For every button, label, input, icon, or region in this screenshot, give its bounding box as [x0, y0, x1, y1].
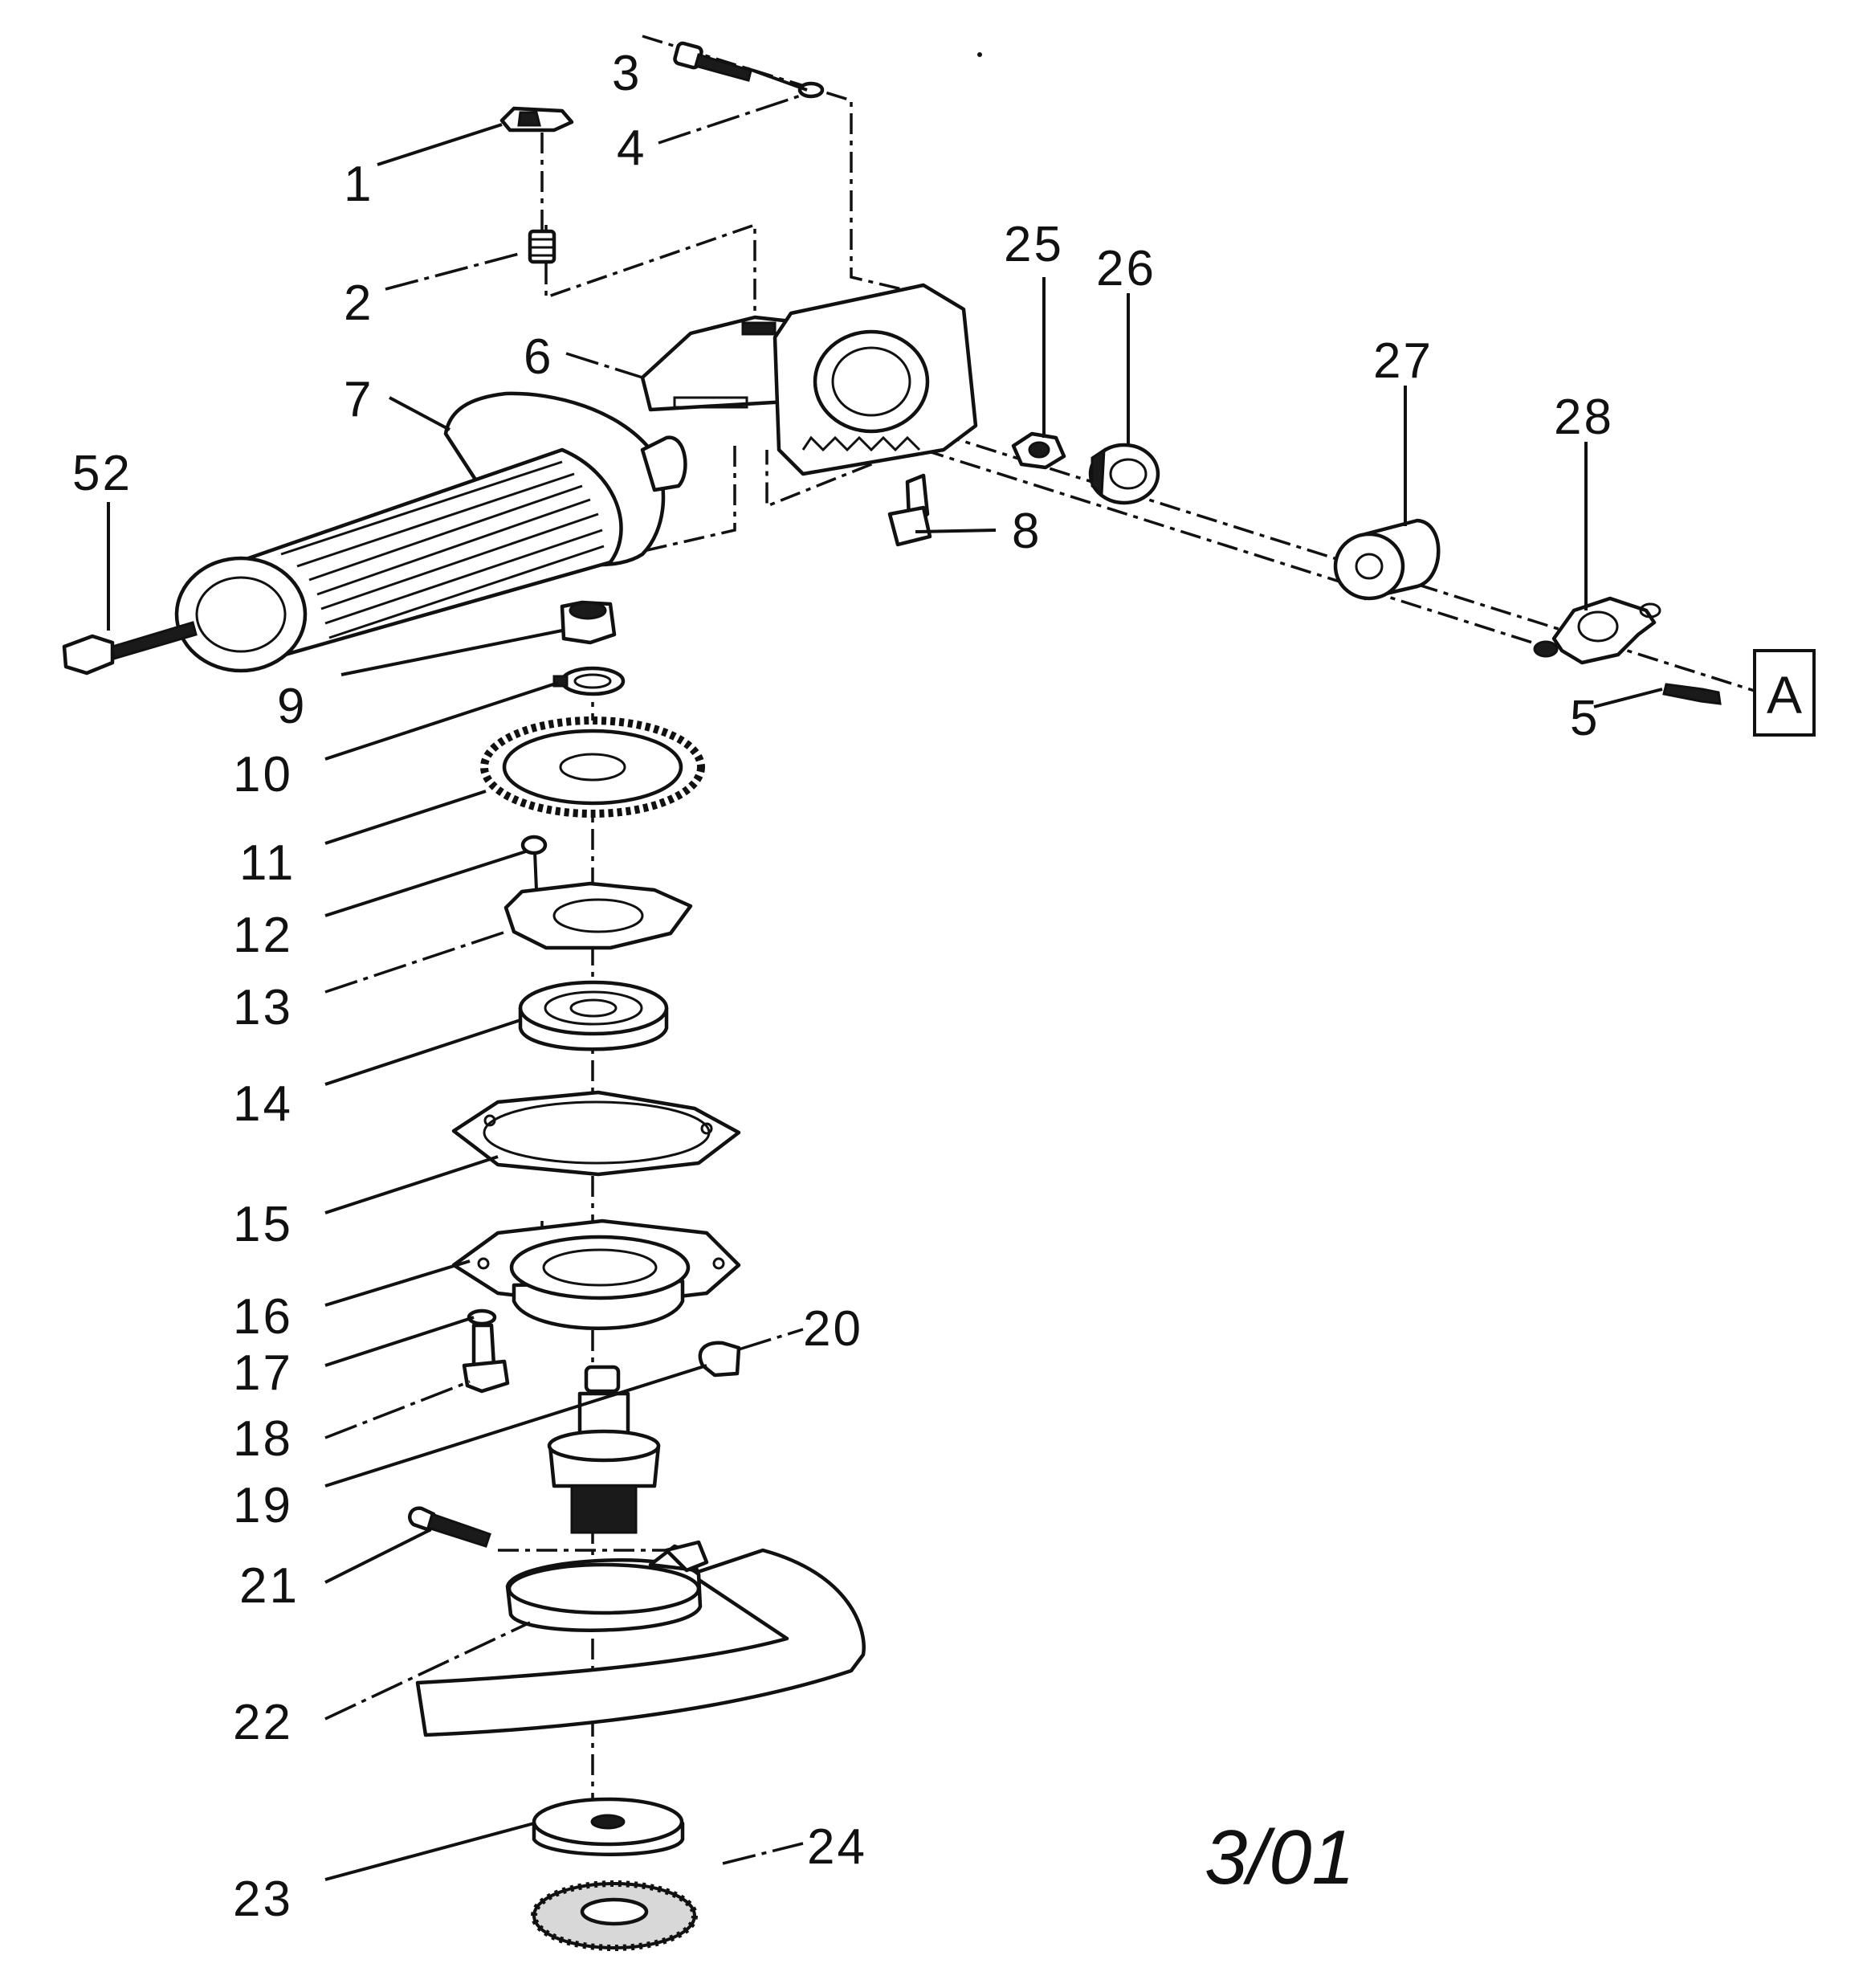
reference-box-a: A — [1753, 649, 1816, 737]
part-nut-9 — [560, 600, 617, 645]
label-part-23: 23 — [233, 1872, 293, 1927]
part-gear-26 — [1088, 443, 1160, 505]
label-part-8: 8 — [1012, 504, 1042, 559]
part-number-labels: 1 2 3 4 5 6 7 8 9 10 11 12 13 14 15 16 1… — [72, 46, 1614, 1927]
label-part-15: 15 — [233, 1197, 293, 1252]
scan-dot — [977, 52, 982, 57]
label-part-16: 16 — [233, 1289, 293, 1345]
label-part-25: 25 — [1004, 217, 1064, 272]
label-part-20: 20 — [803, 1301, 863, 1357]
label-part-2: 2 — [344, 276, 373, 331]
part-flange-16 — [451, 1219, 741, 1330]
part-bevel-gear-11 — [480, 716, 705, 818]
part-spindle-19 — [547, 1365, 661, 1534]
part-gasket-15 — [451, 1090, 741, 1177]
part-plate-13 — [503, 881, 693, 950]
label-part-10: 10 — [233, 747, 293, 802]
label-part-6: 6 — [524, 329, 553, 385]
part-bearing-27 — [1333, 518, 1441, 601]
label-part-3: 3 — [612, 46, 642, 101]
label-part-13: 13 — [233, 980, 293, 1035]
label-part-52: 52 — [72, 446, 132, 501]
label-part-17: 17 — [233, 1345, 293, 1401]
part-plate-28 — [1533, 596, 1661, 665]
label-part-4: 4 — [617, 120, 646, 176]
label-part-12: 12 — [233, 908, 293, 963]
part-screw-21 — [408, 1506, 491, 1548]
label-part-7: 7 — [344, 372, 373, 427]
label-part-22: 22 — [233, 1695, 293, 1750]
reference-box-letter: A — [1767, 665, 1802, 725]
label-part-9: 9 — [277, 679, 307, 734]
part-nut-25 — [1011, 431, 1066, 470]
part-bolt-8 — [887, 473, 932, 547]
part-bearing-14 — [518, 980, 669, 1051]
part-flange-nut-24 — [531, 1880, 698, 1951]
label-part-5: 5 — [1570, 691, 1600, 746]
label-part-19: 19 — [233, 1478, 293, 1533]
label-part-24: 24 — [807, 1819, 867, 1875]
label-part-21: 21 — [239, 1558, 300, 1614]
leader-lines — [107, 67, 1663, 1881]
part-flange-23 — [532, 1797, 685, 1856]
part-gear-housing-6 — [640, 283, 978, 476]
label-part-26: 26 — [1096, 241, 1156, 296]
part-screw-18 — [462, 1323, 510, 1394]
part-screw-5 — [1662, 683, 1722, 705]
part-cap-1 — [499, 106, 574, 133]
part-washer-4 — [797, 81, 825, 99]
part-bolt-52 — [62, 621, 198, 676]
label-part-27: 27 — [1373, 333, 1433, 389]
part-key-20 — [698, 1341, 741, 1378]
part-spring-2 — [528, 229, 556, 264]
label-part-11: 11 — [239, 835, 296, 891]
part-wheel-guard-22 — [415, 1540, 866, 1737]
label-part-28: 28 — [1554, 390, 1614, 445]
label-part-18: 18 — [233, 1411, 293, 1467]
part-circlip-10 — [552, 666, 626, 696]
assembly-axes — [184, 35, 1755, 1807]
part-screw-12 — [520, 835, 548, 891]
part-side-handle-7 — [174, 391, 687, 673]
date-note: 3/01 — [1205, 1815, 1355, 1900]
label-part-1: 1 — [344, 157, 373, 212]
part-screw-3 — [673, 41, 752, 82]
label-part-14: 14 — [233, 1076, 293, 1132]
